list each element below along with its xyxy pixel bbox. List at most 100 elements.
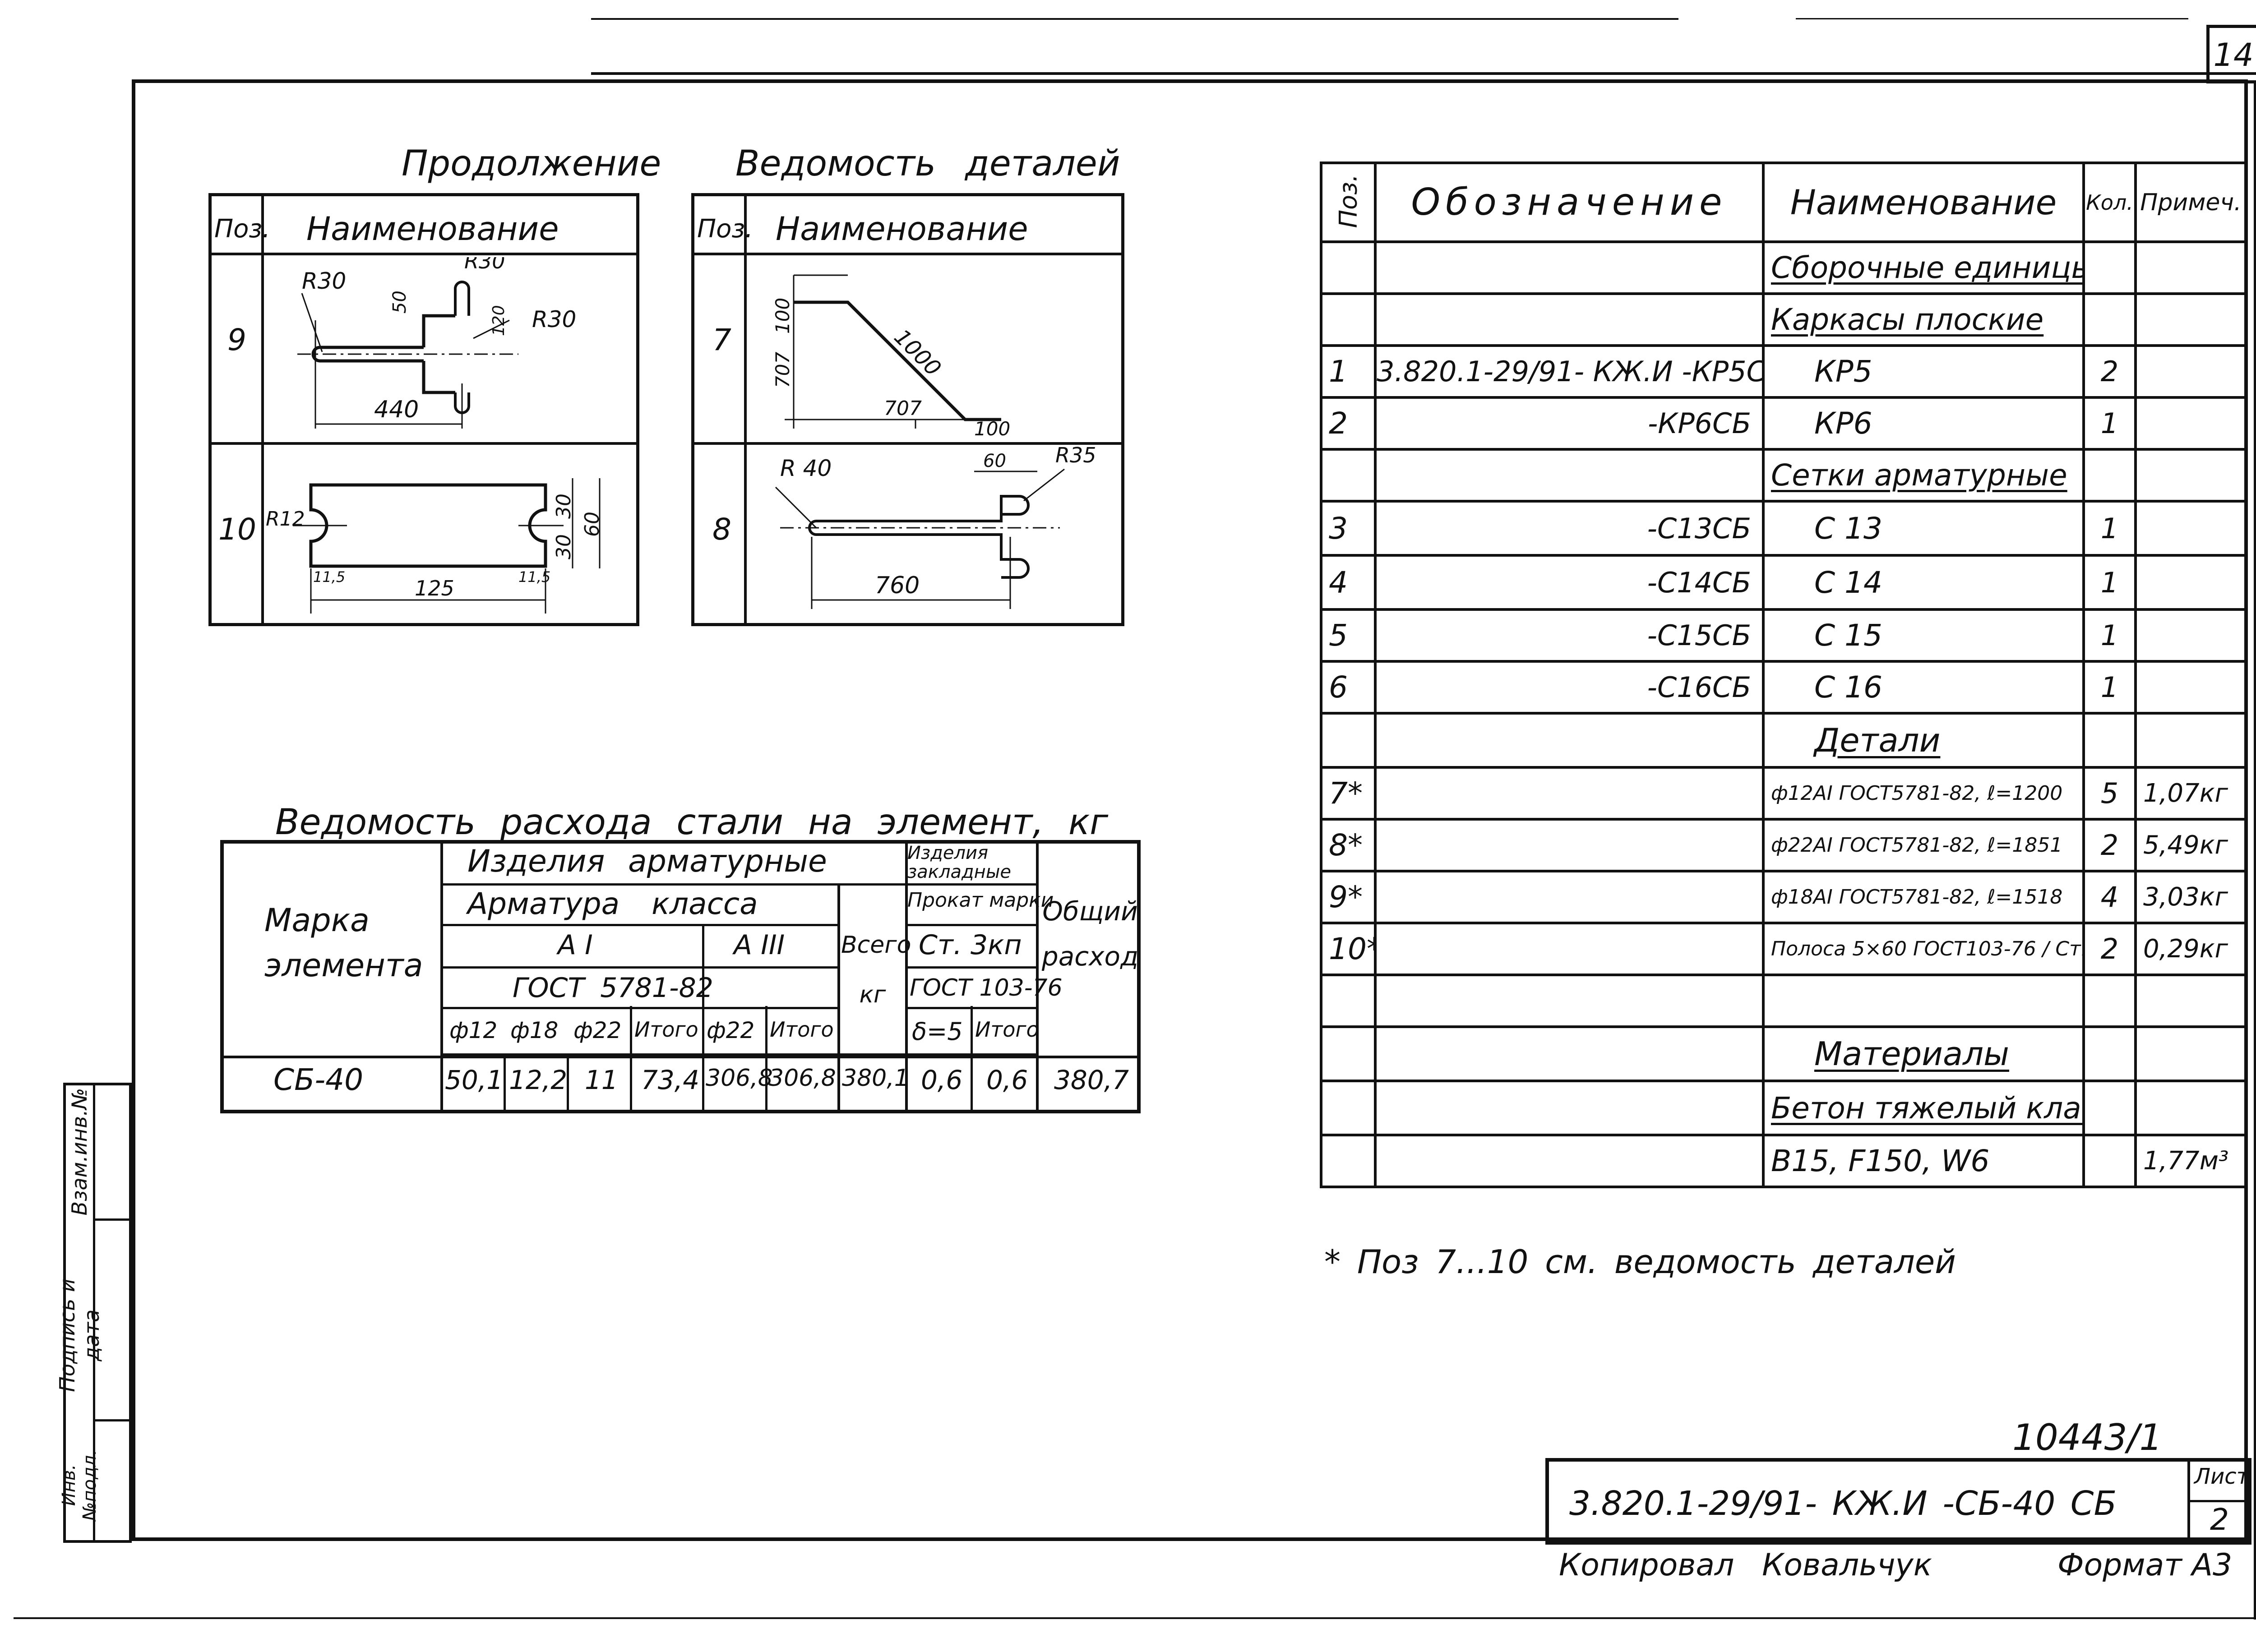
detail-7-dim-707-a: 707: [772, 352, 794, 388]
spec-cell-note: [2134, 712, 2247, 769]
spec-cell-pos: [1320, 974, 1377, 1028]
continuation-table: Поз. Наименование 9 10 440 R30 R30 R30 5…: [208, 193, 639, 626]
spec-cell-qty: 1: [2082, 554, 2137, 611]
spec-cell-pos: [1320, 712, 1377, 769]
continuation-pos-10: 10: [218, 512, 256, 547]
steel-total-kg: Всего кг: [841, 932, 911, 1008]
details-pos-7: 7: [712, 323, 731, 357]
steel-sub-7: δ=5: [912, 1017, 963, 1046]
stamp-replace-label: Взам.инв.№: [67, 1088, 92, 1216]
spec-cell-qty: [2082, 240, 2137, 295]
detail-9-dim-50: 50: [389, 291, 410, 314]
detail-10-dim-125: 125: [415, 576, 454, 600]
steel-title: Ведомость расхода стали на элемент, кг: [275, 802, 1109, 843]
spec-row: 10*Полоса 5×60 ГОСТ103-76 / Ст.3кп ГОСТ5…: [1320, 922, 2247, 976]
spec-cell-note: [2134, 344, 2247, 399]
spec-cell-qty: [2082, 448, 2137, 503]
spec-cell-note: 5,49кг: [2134, 818, 2247, 872]
steel-rolled-mark: Прокат марки: [907, 889, 1054, 912]
spec-cell-designation: [1374, 818, 1765, 872]
bottom-edge-line: [14, 1617, 2256, 1619]
detail-8-radius-2: R35: [1055, 447, 1096, 467]
spec-cell-designation: -КР6СБ: [1374, 396, 1765, 451]
steel-row-v8: 0,6: [921, 1065, 963, 1095]
detail-7-sketch: 100 707 1000 707 100: [772, 274, 1010, 440]
right-edge-line: [2254, 81, 2256, 1620]
steel-row-v5: 306,8: [706, 1065, 773, 1092]
spec-cell-qty: 4: [2082, 870, 2137, 924]
spec-cell-name: Сетки арматурные: [1762, 448, 2085, 503]
detail-10-dim-60: 60: [581, 512, 604, 537]
detail-9-sketch: 440 R30 R30 R30 50 120: [297, 257, 576, 429]
spec-cell-designation: [1374, 922, 1765, 976]
spec-cell-note: [2134, 660, 2247, 715]
spec-cell-note: 0,29кг: [2134, 922, 2247, 976]
spec-cell-qty: [2082, 292, 2137, 347]
spec-cell-qty: 5: [2082, 766, 2137, 821]
spec-cell-qty: [2082, 1134, 2137, 1188]
spec-cell-pos: [1320, 1134, 1377, 1188]
main-frame: [132, 79, 2248, 1541]
detail-10-dim-30-a: 30: [552, 494, 575, 519]
spec-cell-pos: 10*: [1320, 922, 1377, 976]
title-block: 3.820.1-29/91- КЖ.И -СБ-40 СБ Лист 2: [1545, 1458, 2251, 1545]
spec-cell-note: [2134, 974, 2247, 1028]
spec-cell-name: С 16: [1762, 660, 2085, 715]
spec-cell-note: [2134, 500, 2247, 557]
steel-row-mark: СБ-40: [273, 1062, 364, 1097]
spec-cell-designation: [1374, 1080, 1765, 1136]
spec-cell-designation: -С13СБ: [1374, 500, 1765, 557]
spec-cell-note: [2134, 448, 2247, 503]
spec-cell-designation: [1374, 292, 1765, 347]
spec-cell-name: ф12АI ГОСТ5781-82, ℓ=1200: [1762, 766, 2085, 821]
steel-mark-header: Марка элемента: [264, 902, 423, 984]
steel-rebar-class: Арматура класса: [467, 886, 758, 921]
spec-row: Материалы: [1320, 1025, 2247, 1082]
detail-10-dim-11-5-b: 11,5: [518, 568, 550, 586]
spec-cell-pos: 2: [1320, 396, 1377, 451]
top-edge-line: [591, 18, 1678, 20]
steel-products-header: Изделия арматурные: [467, 844, 827, 879]
title-sheet-value: 2: [2210, 1502, 2229, 1537]
spec-cell-qty: [2082, 1080, 2137, 1136]
spec-cell-pos: 9*: [1320, 870, 1377, 924]
spec-cell-note: [2134, 240, 2247, 295]
steel-row-v4: 73,4: [641, 1065, 700, 1095]
steel-table: Марка элемента Изделия арматурные Издели…: [220, 840, 1141, 1113]
steel-embedded-header: Изделия закладные: [907, 843, 1012, 882]
steel-sub-4: Итого: [634, 1017, 698, 1042]
steel-row-v1: 50,1: [445, 1065, 504, 1095]
spec-cell-qty: 1: [2082, 396, 2137, 451]
spec-cell-qty: [2082, 974, 2137, 1028]
spec-head-qty: Кол.: [2082, 162, 2137, 243]
detail-7-dim-707-b: 707: [884, 397, 922, 420]
continuation-title: Продолжение: [402, 143, 661, 184]
spec-cell-name: Детали: [1762, 712, 2085, 769]
spec-header-row: Поз. Обозначение Наименование Кол. Приме…: [1320, 162, 2247, 243]
spec-cell-note: [2134, 1025, 2247, 1082]
side-stamp: Инв.№подл. Подпись и дата Взам.инв.№: [55, 1083, 134, 1543]
spec-cell-designation: [1374, 1025, 1765, 1082]
spec-cell-name: Бетон тяжелый класса: [1762, 1080, 2085, 1136]
spec-cell-pos: 6: [1320, 660, 1377, 715]
detail-8-dim-60: 60: [983, 451, 1006, 471]
spec-cell-pos: 5: [1320, 608, 1377, 663]
spec-cell-pos: [1320, 1080, 1377, 1136]
spec-table-wrap: Поз. Обозначение Наименование Кол. Приме…: [1320, 162, 2247, 1222]
spec-row: Каркасы плоские: [1320, 292, 2247, 347]
spec-head-pos: Поз.: [1320, 162, 1377, 243]
spec-cell-designation: 3.820.1-29/91- КЖ.И -КР5СБ: [1374, 344, 1765, 399]
steel-row-v6: 306,8: [769, 1065, 836, 1092]
spec-cell-pos: 4: [1320, 554, 1377, 611]
steel-sub-3: ф22: [573, 1017, 622, 1043]
steel-general: Общий расход: [1041, 896, 1139, 972]
continuation-pos-9: 9: [227, 323, 246, 357]
detail-7-dim-100-a: 100: [772, 298, 794, 334]
steel-sub-1: ф12: [449, 1017, 498, 1043]
